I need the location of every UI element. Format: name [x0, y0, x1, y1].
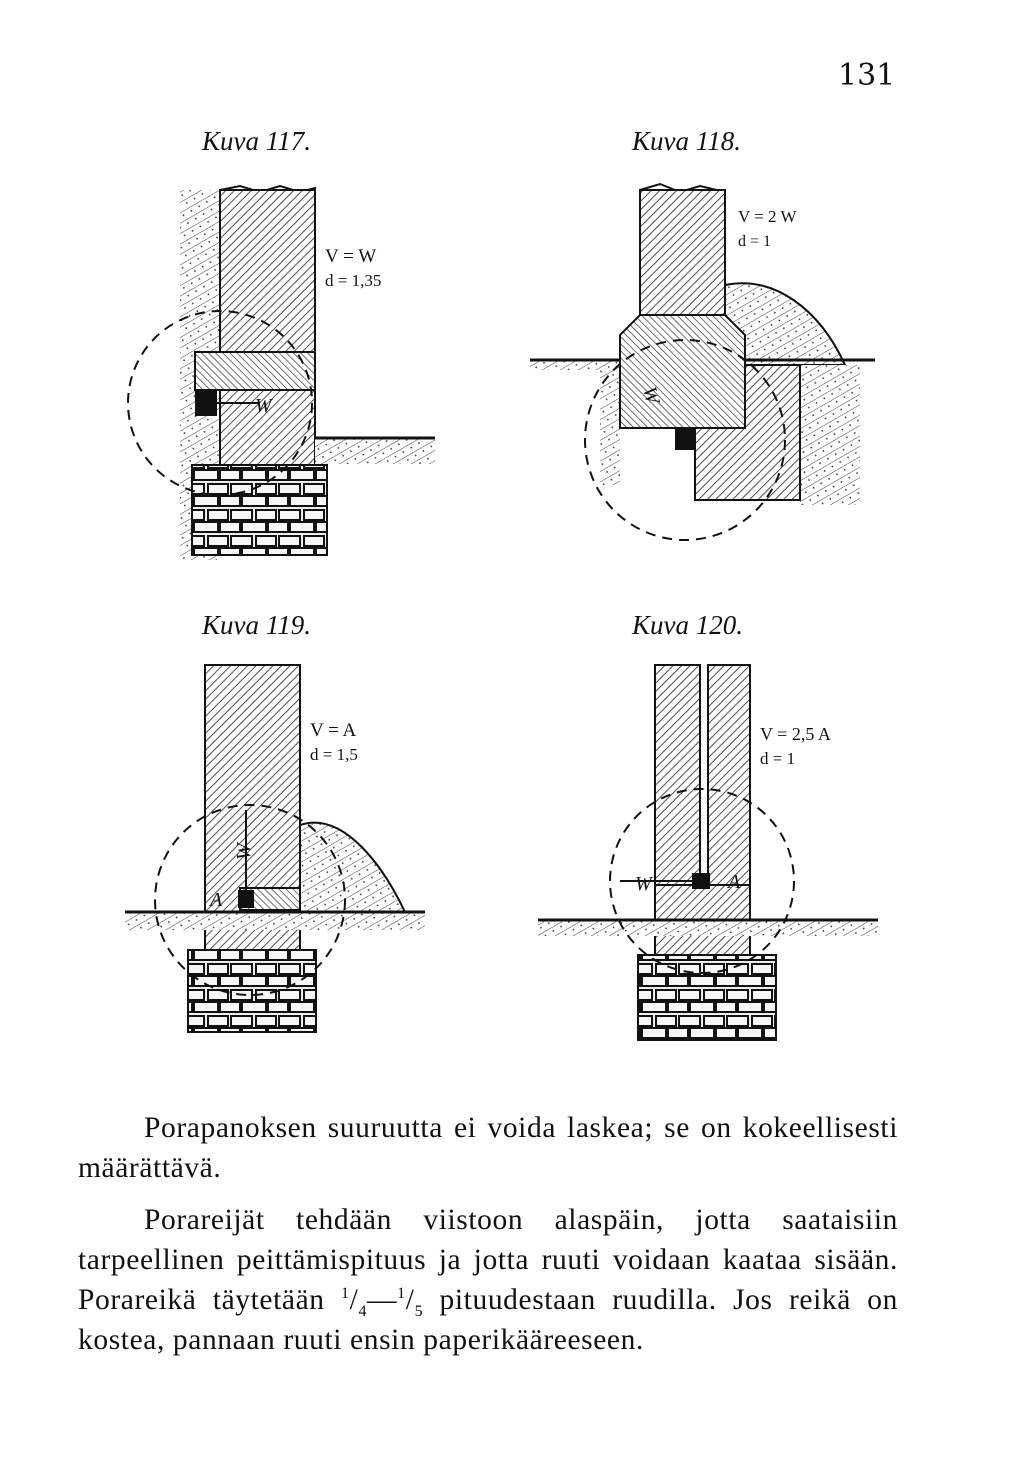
label-w: W — [233, 841, 255, 860]
charge — [675, 428, 695, 450]
formula-v: V = 2 W — [738, 207, 798, 226]
ground-surface — [538, 920, 878, 936]
charge — [238, 890, 254, 908]
formula-v: V = W — [325, 246, 376, 267]
formula-v: V = 2,5 A — [760, 724, 831, 744]
figure-118: W V = 2 W d = 1 — [510, 170, 910, 610]
formula-d: d = 1,5 — [310, 745, 358, 764]
paragraph-2-end: pituudestaan ruudilla. Jos reikä on kost… — [78, 1284, 898, 1356]
formula-d: d = 1 — [760, 749, 795, 768]
fraction-dash: — — [367, 1284, 398, 1316]
soil-right — [800, 365, 860, 505]
figure-117-caption: Kuva 117. — [202, 126, 311, 156]
figure-120: W A V = 2,5 A d = 1 — [510, 650, 910, 1090]
formula-d: d = 1 — [738, 233, 771, 250]
soil-mound — [724, 282, 847, 366]
figure-119-caption: Kuva 119. — [202, 610, 311, 640]
soil-mound — [299, 821, 407, 913]
paragraph-1: Porapanoksen suuruutta ei voida laskea; … — [78, 1112, 898, 1184]
ground-surface — [125, 912, 425, 930]
blast-circle — [127, 310, 313, 496]
ground-surface — [315, 438, 435, 464]
charge — [692, 873, 710, 889]
label-a: A — [726, 871, 741, 893]
label-a: A — [208, 889, 223, 911]
paragraph-2: Porareijät tehdään viistoon alaspäin, jo… — [78, 1204, 898, 1356]
figure-118-caption: Kuva 118. — [632, 126, 741, 156]
figure-119: W A V = A d = 1,5 — [110, 650, 510, 1090]
wall — [639, 189, 726, 316]
stone-foundation — [187, 949, 317, 1033]
formula-v: V = A — [310, 720, 357, 741]
upper-block — [619, 314, 746, 429]
paragraph-2-start: Porareijät tehdään viistoon alaspäin, jo… — [78, 1204, 898, 1316]
stone-foundation — [637, 954, 777, 1041]
figure-117: W V = W d = 1,35 — [110, 170, 510, 610]
soil-left-deep — [600, 365, 620, 485]
blast-circle — [584, 339, 786, 541]
blast-circle — [154, 804, 346, 996]
wall — [219, 189, 316, 466]
page-number: 131 — [838, 58, 896, 93]
figure-120-caption: Kuva 120. — [632, 610, 743, 640]
fraction-1-numerator: 1 — [341, 1285, 350, 1303]
ground-left — [530, 360, 625, 370]
fraction-1-denominator: 4 — [358, 1302, 368, 1320]
fraction-2-numerator: 1 — [397, 1285, 406, 1303]
formula-d: d = 1,35 — [325, 271, 381, 290]
label-w: W — [635, 873, 654, 895]
cross-beam — [194, 351, 316, 391]
label-w: W — [255, 395, 274, 417]
blast-circle — [609, 788, 795, 974]
fraction-2-denominator: 5 — [414, 1302, 424, 1320]
charge — [195, 390, 217, 416]
stone-foundation — [191, 464, 328, 556]
